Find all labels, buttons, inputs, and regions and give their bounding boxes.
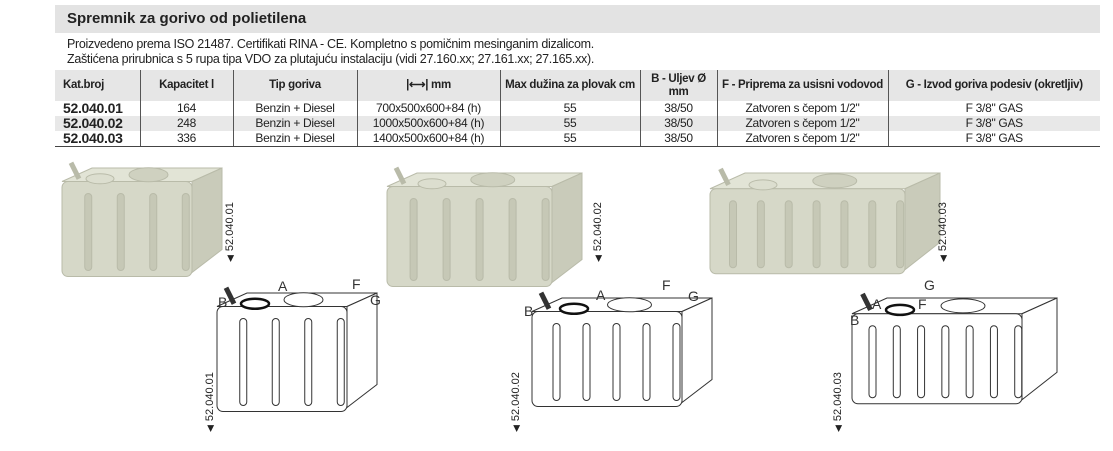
callout-g: G [370, 292, 381, 308]
callout-f: F [918, 296, 927, 312]
callout-g: G [688, 288, 699, 304]
code-label: ◀52.040.02 [592, 202, 604, 262]
table-cell: Benzin + Diesel [232, 116, 357, 131]
tank-drawing-52-040-02 [530, 290, 714, 415]
col-header: Max dužina za plovak cm [499, 70, 640, 101]
table-cell: Zatvoren s čepom 1/2" [716, 131, 888, 147]
col-header: Kat.broj [55, 70, 140, 101]
section-header: Spremnik za gorivo od polietilena [55, 5, 1100, 33]
col-header: |⟷| mm [356, 70, 500, 101]
callout-b: B [850, 312, 860, 328]
code-label: ◀52.040.01 [204, 372, 216, 432]
description: Proizvedeno prema ISO 21487. Certifikati… [67, 37, 594, 67]
table-cell: 700x500x600+84 (h) [356, 101, 500, 116]
code-label: ◀52.040.02 [510, 372, 522, 432]
description-line: Proizvedeno prema ISO 21487. Certifikati… [67, 37, 594, 51]
callout-f: F [662, 277, 671, 293]
table-cell: 248 [139, 116, 233, 131]
page-title: Spremnik za gorivo od polietilena [67, 10, 307, 27]
table-cell: 55 [499, 116, 640, 131]
table-cell: 52.040.01 [63, 100, 123, 116]
col-header: B - Uljev Ø mm [639, 70, 717, 101]
callout-f: F [352, 276, 361, 292]
table-cell: 164 [139, 101, 233, 116]
code-label: ◀52.040.03 [832, 372, 844, 432]
table-cell: Benzin + Diesel [232, 131, 357, 147]
table-cell: 52.040.02 [55, 116, 140, 131]
callout-g: G [924, 277, 935, 293]
table-cell: 38/50 [639, 131, 717, 147]
table-header-row: Kat.broj Kapacitet l Tip goriva |⟷| mm M… [55, 70, 1100, 101]
table-cell: 55 [499, 131, 640, 147]
callout-a: A [596, 287, 606, 303]
description-line: Zaštićena prirubnica s 5 rupa tipa VDO z… [67, 52, 595, 66]
table-cell: 52.040.03 [55, 131, 140, 147]
col-header: F - Priprema za usisni vodovod [716, 70, 888, 101]
callout-b: B [218, 294, 228, 310]
callout-a: A [278, 278, 288, 294]
tank-drawing-52-040-03 [850, 290, 1059, 413]
code-label: ◀52.040.01 [224, 202, 236, 262]
code-label: ◀52.040.03 [937, 202, 949, 262]
table-cell: 1000x500x600+84 (h) [356, 116, 500, 131]
table-cell: 55 [499, 101, 640, 116]
col-header: Kapacitet l [139, 70, 233, 101]
table-cell: F 3/8" GAS [887, 131, 1100, 147]
tank-photo-52-040-01 [60, 160, 224, 285]
col-header: Tip goriva [232, 70, 357, 101]
spec-table: Kat.broj Kapacitet l Tip goriva |⟷| mm M… [55, 70, 1100, 147]
table-cell: Zatvoren s čepom 1/2" [716, 116, 888, 131]
table-cell: 38/50 [639, 116, 717, 131]
table-cell: 1400x500x600+84 (h) [356, 131, 500, 147]
tank-drawing-52-040-01 [215, 285, 379, 420]
table-cell: F 3/8" GAS [887, 116, 1100, 131]
callout-b: B [524, 303, 534, 319]
table-cell: 336 [139, 131, 233, 147]
tank-photo-52-040-03 [708, 165, 942, 283]
col-header: G - Izvod goriva podesiv (okretljiv) [887, 70, 1100, 101]
table-cell: 38/50 [639, 101, 717, 116]
table-cell: Benzin + Diesel [232, 101, 357, 116]
callout-a: A [872, 296, 882, 312]
table-cell: F 3/8" GAS [887, 101, 1100, 116]
tank-photo-52-040-02 [385, 165, 584, 295]
table-cell: Zatvoren s čepom 1/2" [716, 101, 888, 116]
